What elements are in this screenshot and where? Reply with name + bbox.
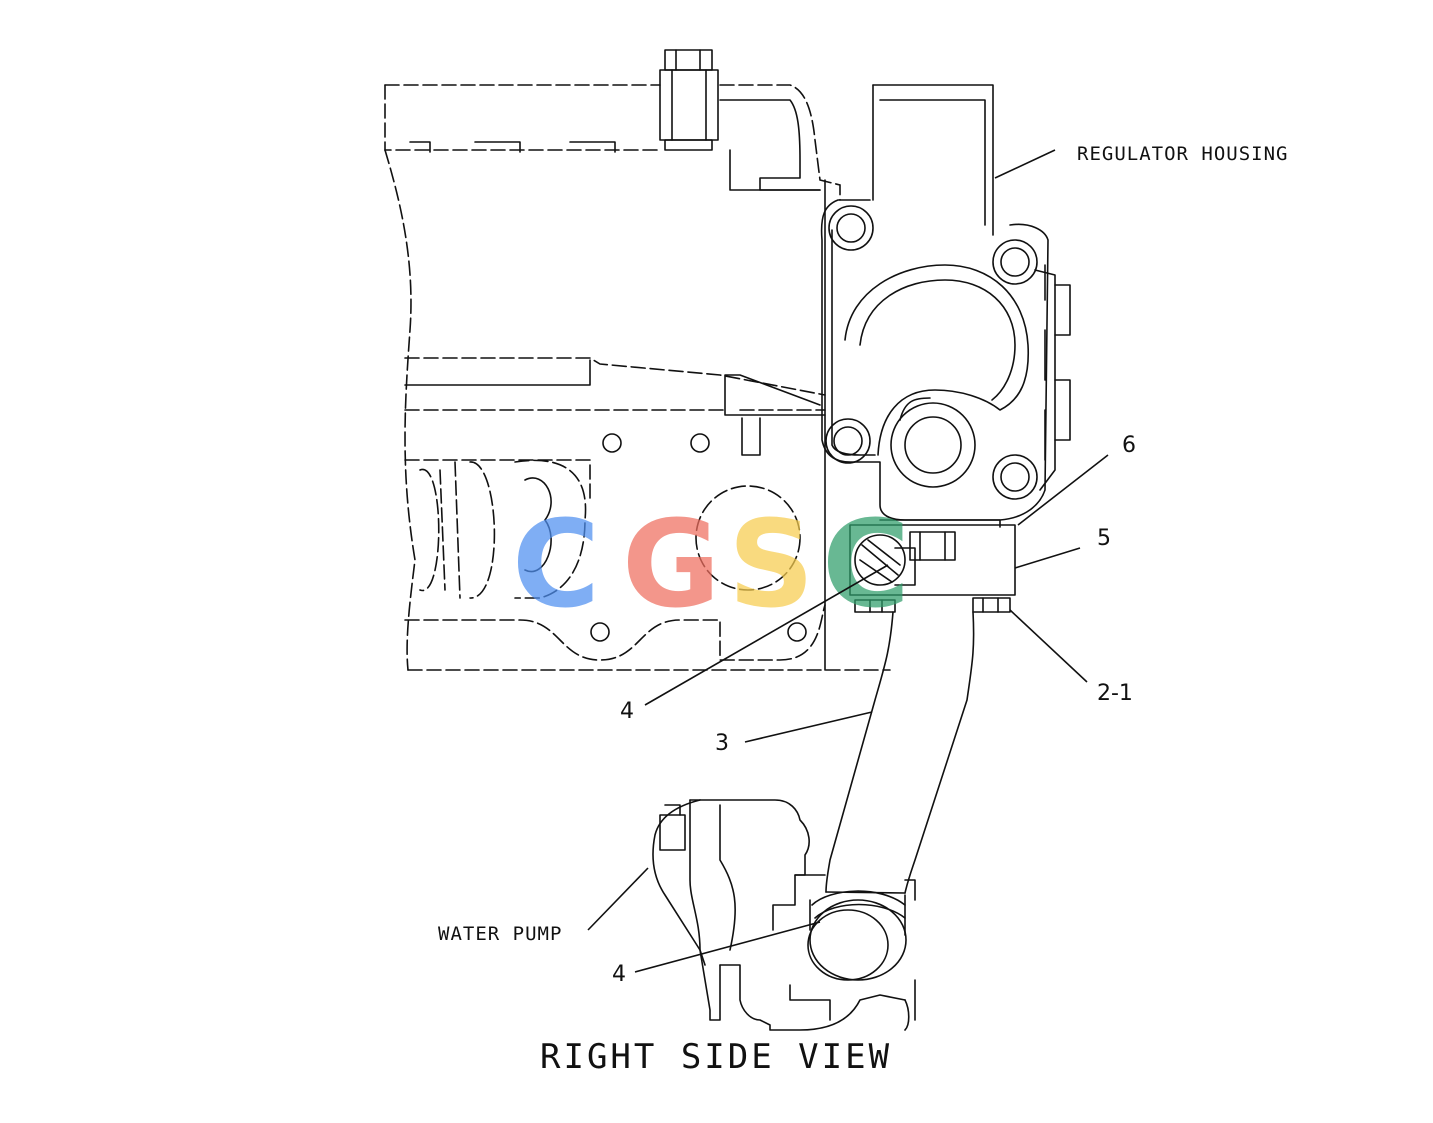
- leader-lines: [587, 149, 1109, 973]
- leader-4-lower: [634, 921, 821, 973]
- elbow-flange: [849, 519, 1016, 613]
- engine-block-outline: [384, 84, 891, 671]
- label-water-pump: WATER PUMP: [438, 923, 562, 945]
- leader-2-1: [1009, 609, 1088, 683]
- leader-6: [1017, 454, 1109, 526]
- callout-6: 6: [1122, 433, 1136, 458]
- top-fitting: [659, 49, 719, 151]
- water-pump: [652, 799, 916, 1031]
- leader-5: [1014, 547, 1081, 569]
- watermark-letter-c1: C: [512, 496, 600, 635]
- callout-3: 3: [715, 731, 729, 756]
- watermark-letter-c2: C: [822, 496, 910, 635]
- view-title: RIGHT SIDE VIEW: [540, 1037, 892, 1077]
- tube-assembly: [825, 611, 975, 894]
- callout-4-lower: 4: [612, 962, 626, 987]
- leader-regulator-housing: [994, 149, 1056, 179]
- watermark-letter-s: S: [728, 496, 814, 635]
- regulator-housing: [820, 84, 1071, 521]
- callout-5: 5: [1097, 526, 1111, 551]
- callout-2-1: 2-1: [1097, 681, 1133, 706]
- leader-water-pump: [587, 867, 649, 931]
- leader-3: [744, 711, 873, 743]
- watermark-cgsc: C G S C: [512, 496, 910, 635]
- callout-4-upper: 4: [620, 699, 634, 724]
- leader-4-upper: [644, 564, 889, 706]
- label-regulator-housing: REGULATOR HOUSING: [1077, 143, 1288, 165]
- watermark-letter-g: G: [622, 496, 721, 635]
